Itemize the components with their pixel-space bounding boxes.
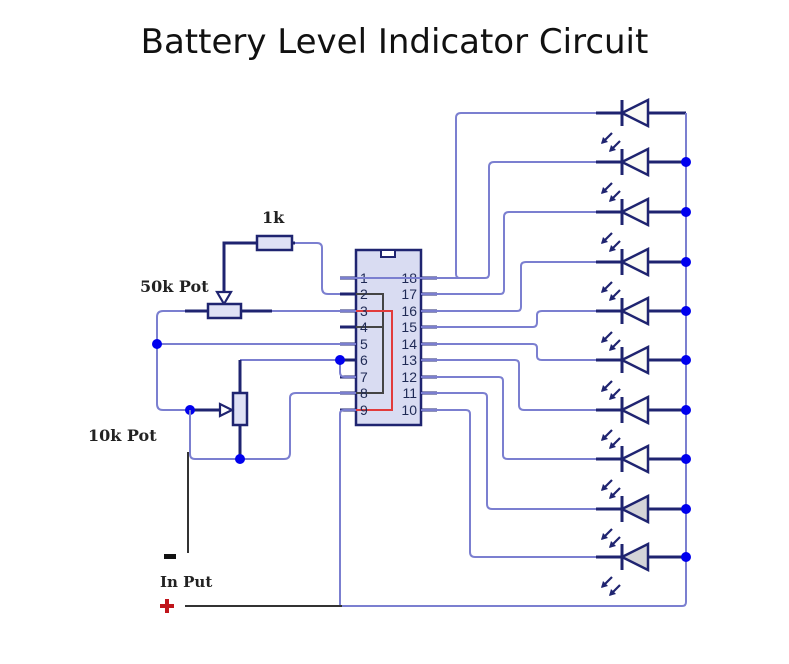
light-arrows-icon bbox=[601, 132, 621, 152]
junction-dot bbox=[681, 454, 691, 464]
led-triangle bbox=[619, 394, 650, 426]
led-triangle bbox=[619, 443, 650, 475]
pot-50k-body bbox=[206, 302, 243, 320]
wire-pin9-bus bbox=[339, 409, 356, 606]
wire-pin14-led6 bbox=[421, 343, 596, 361]
wire-pin2-1k bbox=[295, 242, 340, 295]
light-arrows-icon bbox=[601, 331, 621, 351]
ic-pin-label: 16 bbox=[401, 303, 417, 319]
led bbox=[596, 146, 686, 178]
ic-pin-label: 2 bbox=[360, 286, 368, 302]
ic-pin-label: 3 bbox=[360, 303, 368, 319]
resistor-1k-label: 1k bbox=[262, 208, 285, 227]
ic-pin-label: 12 bbox=[401, 369, 417, 385]
light-arrows-icon bbox=[601, 576, 621, 596]
ic-pin-label: 14 bbox=[401, 336, 417, 352]
positive-bus-wire bbox=[340, 113, 687, 607]
led-triangle bbox=[619, 295, 650, 327]
positive-terminal-symbol bbox=[160, 599, 174, 613]
led bbox=[596, 97, 686, 129]
negative-terminal-symbol bbox=[164, 554, 176, 559]
ic-internal-link-3-9 bbox=[356, 310, 393, 411]
light-arrows-icon bbox=[601, 528, 621, 548]
junction-dot bbox=[681, 257, 691, 267]
led bbox=[596, 394, 686, 426]
pot-10k-wiper-arrow bbox=[218, 402, 235, 418]
led bbox=[596, 541, 686, 573]
led-triangle bbox=[619, 344, 650, 376]
wire-pin12-led8 bbox=[421, 376, 596, 460]
ic-internal-link-2-8 bbox=[356, 293, 384, 394]
wire-pin6-pin7 bbox=[339, 360, 356, 378]
wire-50k-to-10k bbox=[156, 310, 190, 411]
junction-dot bbox=[681, 355, 691, 365]
led-triangle bbox=[619, 146, 650, 178]
ic-pin-label: 9 bbox=[360, 402, 368, 418]
ic-pin-label: 15 bbox=[401, 319, 417, 335]
light-arrows-icon bbox=[601, 232, 621, 252]
led-triangle bbox=[619, 196, 650, 228]
light-arrows-icon bbox=[601, 479, 621, 499]
wire-10k-pin8 bbox=[189, 392, 356, 460]
wire-pin16-led4 bbox=[421, 261, 596, 312]
diagram-title: Battery Level Indicator Circuit bbox=[140, 22, 649, 62]
ic-pin-label: 5 bbox=[360, 336, 368, 352]
led-triangle bbox=[619, 541, 650, 573]
wire-pin11-led9 bbox=[421, 392, 596, 510]
ic-pin-label: 10 bbox=[401, 402, 417, 418]
ic-pin-label: 13 bbox=[401, 352, 417, 368]
ic-pin-label: 17 bbox=[401, 286, 417, 302]
led-triangle bbox=[619, 493, 650, 525]
led-triangle bbox=[619, 97, 650, 129]
led bbox=[596, 344, 686, 376]
ic-pin-label: 6 bbox=[360, 352, 368, 368]
light-arrows-icon bbox=[601, 182, 621, 202]
junction-dot bbox=[152, 339, 162, 349]
ic-body bbox=[354, 248, 423, 427]
junction-dot bbox=[681, 504, 691, 514]
junction-dot bbox=[235, 454, 245, 464]
light-arrows-icon bbox=[601, 380, 621, 400]
wire-pin13-led7 bbox=[421, 359, 596, 411]
led bbox=[596, 196, 686, 228]
ic-pin-label: 11 bbox=[402, 385, 417, 401]
wire-pin17-led3 bbox=[421, 211, 596, 295]
ic-pin-label: 4 bbox=[360, 319, 368, 335]
pot-50k-wiper-arrow bbox=[215, 290, 233, 307]
light-arrows-icon bbox=[601, 429, 621, 449]
output-wires bbox=[340, 112, 596, 558]
led-column bbox=[596, 97, 686, 596]
junction-dot bbox=[681, 306, 691, 316]
led bbox=[596, 443, 686, 475]
junction-dot bbox=[681, 157, 691, 167]
junction-dot bbox=[681, 207, 691, 217]
ic-notch bbox=[380, 249, 396, 258]
wire-pin18-led2 bbox=[421, 161, 596, 279]
resistor-1k bbox=[255, 234, 294, 252]
light-arrows-icon bbox=[601, 281, 621, 301]
junction-dot bbox=[681, 405, 691, 415]
wire-pin15-led5 bbox=[421, 310, 596, 328]
junction-dot bbox=[335, 355, 345, 365]
junction-dot bbox=[681, 552, 691, 562]
wire-pin10-led10 bbox=[421, 409, 596, 558]
ic-pin-label: 7 bbox=[360, 369, 368, 385]
input-label: In Put bbox=[160, 573, 212, 591]
led bbox=[596, 295, 686, 327]
pot-10k-body bbox=[231, 391, 249, 427]
pot-50k-label: 50k Pot bbox=[140, 277, 209, 296]
led bbox=[596, 493, 686, 525]
led-triangle bbox=[619, 246, 650, 278]
led bbox=[596, 246, 686, 278]
pot-50k-wiper-lead bbox=[222, 241, 226, 293]
ic-pin-label: 8 bbox=[360, 385, 368, 401]
pot-10k-label: 10k Pot bbox=[88, 426, 157, 445]
